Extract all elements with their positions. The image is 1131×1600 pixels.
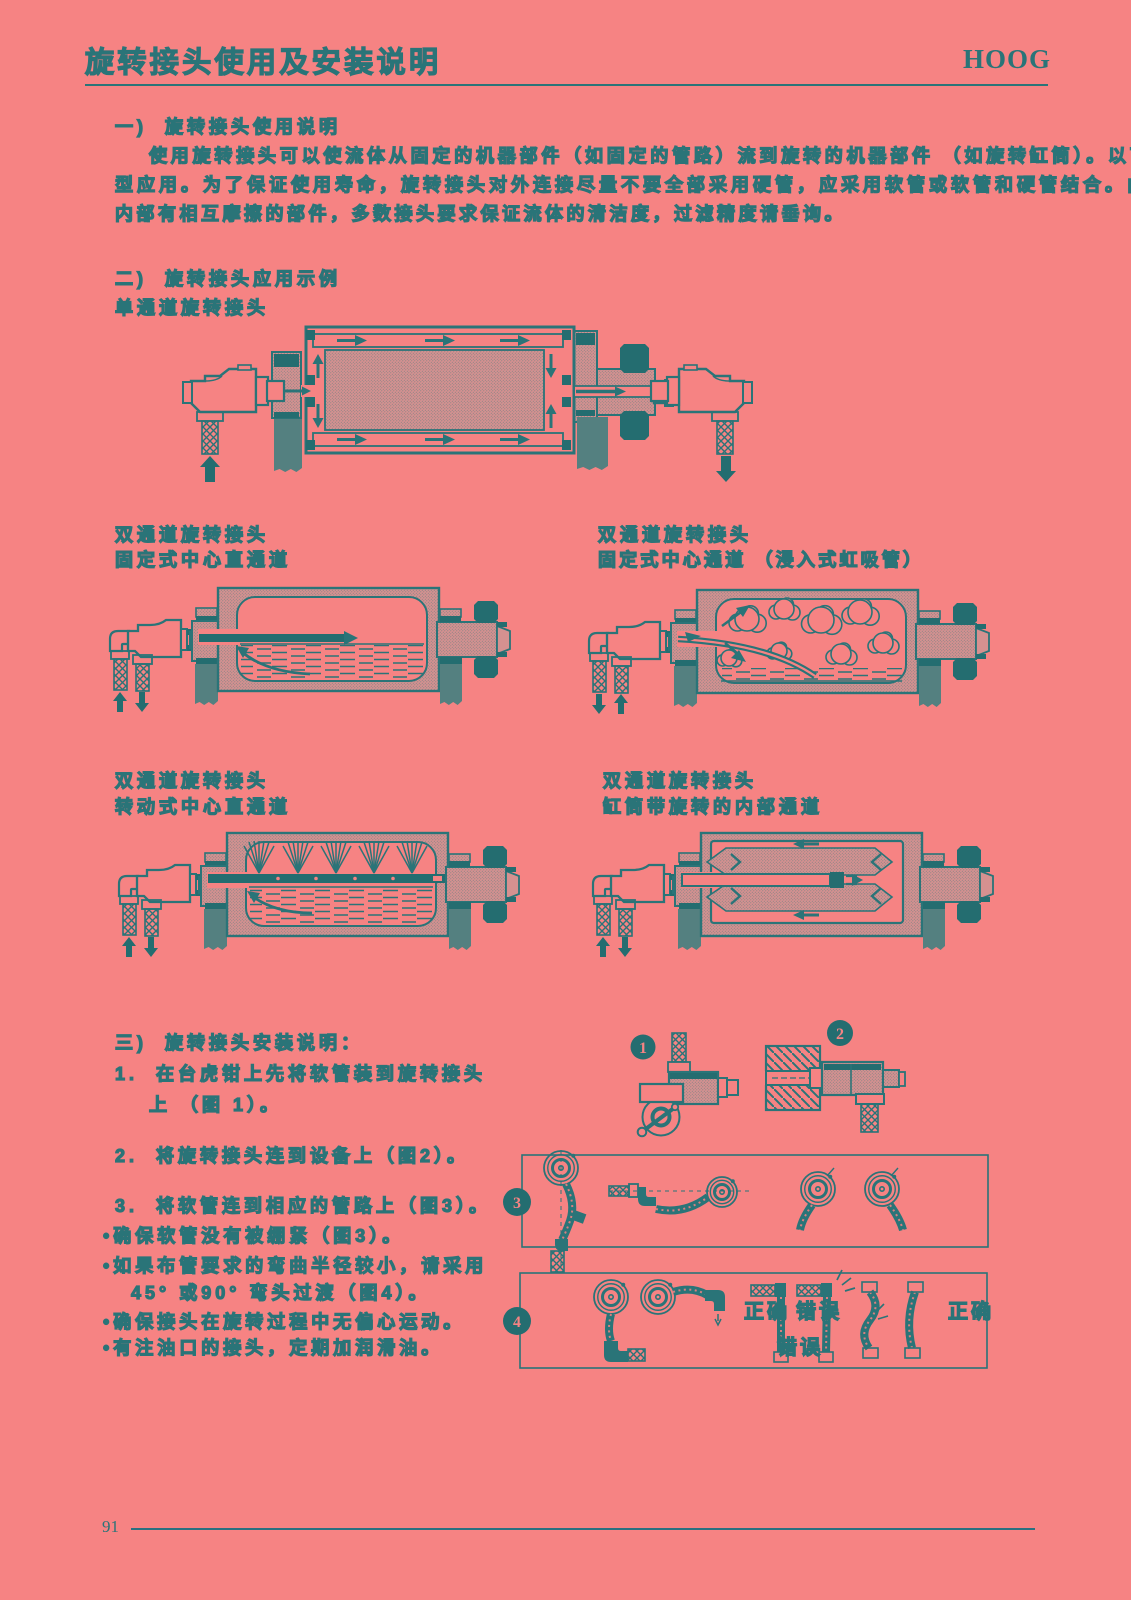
svg-text:4: 4	[513, 1314, 521, 1331]
svg-text:2: 2	[836, 1026, 844, 1043]
svg-text:1: 1	[639, 1040, 647, 1057]
svg-text:3: 3	[513, 1195, 521, 1212]
